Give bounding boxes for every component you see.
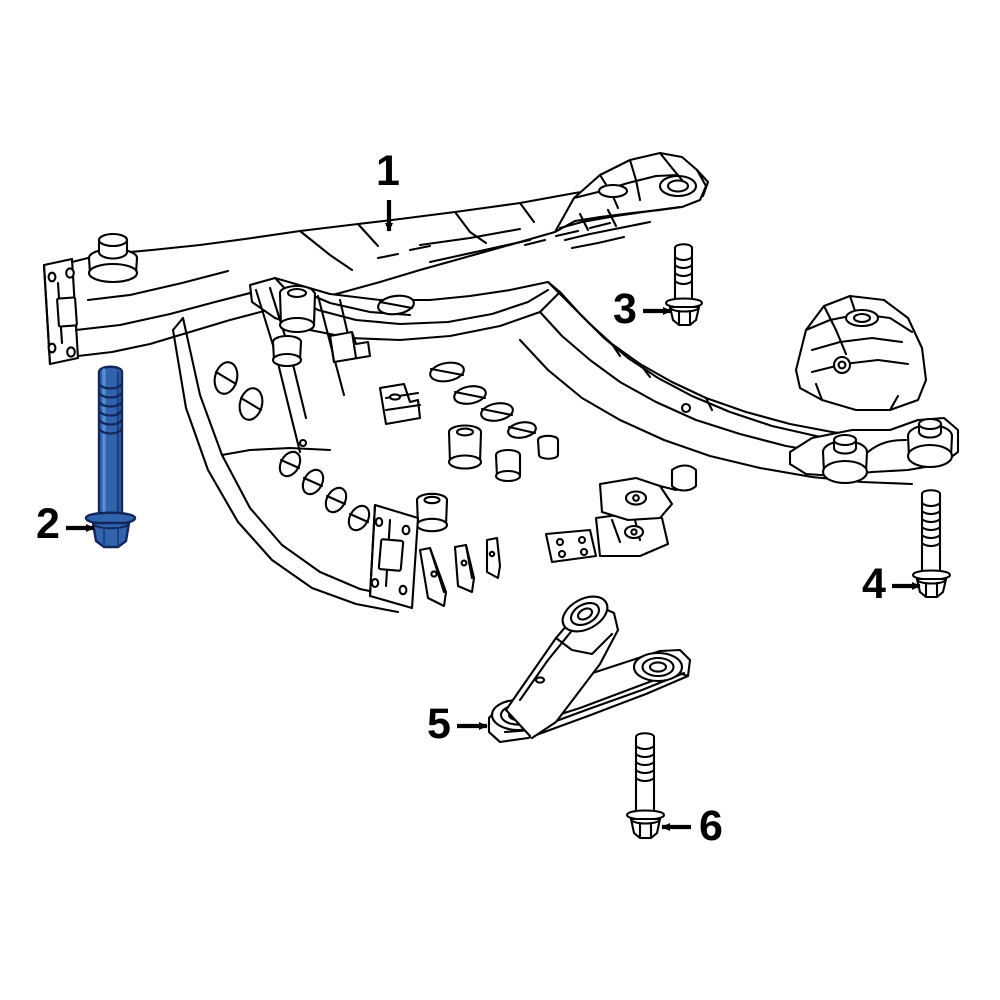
callout-label-2[interactable]: 2 bbox=[36, 500, 60, 548]
subframe-right-mount-bracket bbox=[794, 294, 928, 412]
left-bushing-tower bbox=[87, 232, 139, 284]
part-4-medium-flange-bolt[interactable] bbox=[911, 489, 952, 599]
subframe-left-mounting-plate bbox=[42, 257, 80, 366]
subframe-upper-right-bracket bbox=[553, 151, 710, 250]
callout-label-4[interactable]: 4 bbox=[862, 560, 886, 608]
subframe-lower-right-tabs bbox=[544, 464, 698, 564]
part-1-subframe-assembly[interactable] bbox=[42, 151, 960, 614]
subframe-front-lower-rail bbox=[171, 316, 400, 614]
subframe-right-bushing-mounts bbox=[788, 416, 960, 485]
part-6-control-arm-flange-bolt[interactable] bbox=[625, 732, 666, 840]
subframe-center-mounting-plate bbox=[368, 503, 420, 610]
part-3-short-flange-bolt[interactable] bbox=[664, 243, 704, 327]
subframe-center-bushing-towers bbox=[271, 284, 560, 533]
callout-label-6[interactable]: 6 bbox=[699, 802, 723, 850]
part-2-long-bolt-highlighted[interactable] bbox=[84, 365, 137, 549]
callout-label-3[interactable]: 3 bbox=[613, 285, 637, 333]
subframe-lower-gusset-fins bbox=[418, 536, 502, 608]
callout-label-1[interactable]: 1 bbox=[376, 147, 400, 195]
subframe-left-front-arm bbox=[70, 217, 402, 358]
part-5-control-arm-link[interactable] bbox=[487, 589, 692, 744]
callout-label-5[interactable]: 5 bbox=[427, 700, 451, 748]
subframe-upper-rear-beam bbox=[266, 180, 652, 312]
